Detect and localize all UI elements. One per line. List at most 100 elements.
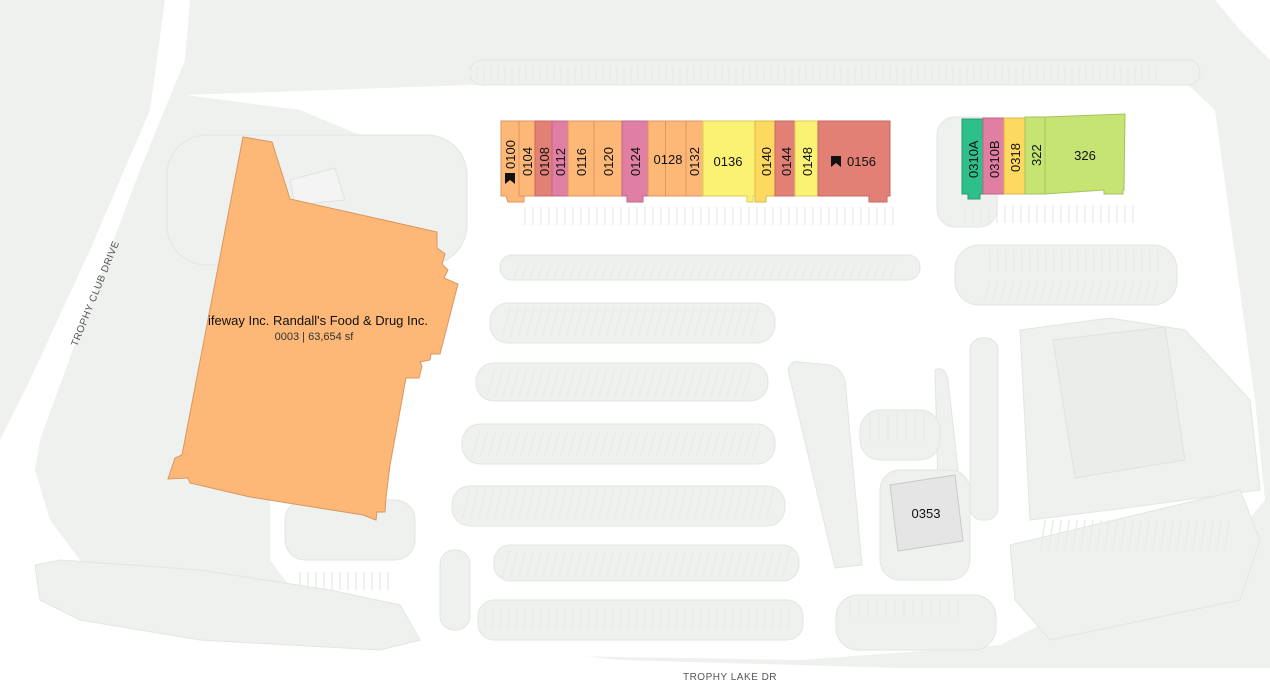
parking-stall-line <box>1039 279 1047 303</box>
parking-stall-line <box>494 367 504 397</box>
unit-322[interactable]: 322 <box>1024 116 1046 195</box>
parking-stall-line <box>597 307 607 339</box>
parking-stall-line <box>553 261 561 279</box>
parking-stall-line <box>841 261 849 279</box>
parking-stall-line <box>501 489 511 521</box>
unit-0128[interactable]: 0128 <box>647 120 687 197</box>
parking-stall-line <box>983 279 991 303</box>
parking-stall-line <box>865 261 873 279</box>
unit-0353[interactable]: 0353 <box>889 474 964 552</box>
parking-stall-line <box>685 307 695 339</box>
unit-0108[interactable]: 0108 <box>534 120 553 197</box>
bookmark-icon <box>831 156 841 167</box>
parking-stall-line <box>1096 519 1102 551</box>
parking-stall-line <box>517 307 527 339</box>
unit-0104[interactable]: 0104 <box>518 120 536 197</box>
parking-stall-line <box>1120 519 1126 551</box>
parking-stall-line <box>873 261 881 279</box>
parking-stall-line <box>710 367 720 397</box>
parking-stall-line <box>589 549 599 579</box>
unit-0136[interactable]: 0136 <box>702 120 756 203</box>
parking-stall-line <box>857 261 865 279</box>
parking-stall-line <box>749 489 759 521</box>
unit-0132[interactable]: 0132 <box>685 120 704 197</box>
unit-0112[interactable]: 0112 <box>551 120 569 197</box>
parking-stall-line <box>1224 519 1230 551</box>
parking-stall-line <box>502 367 512 397</box>
anchor-tenant[interactable]: ifeway Inc. Randall's Food & Drug Inc. 0… <box>167 136 459 521</box>
parking-stall-line <box>801 261 809 279</box>
parking-stall-line <box>1080 519 1086 551</box>
unit-0156[interactable]: 0156 <box>817 120 891 203</box>
parking-stall-line <box>1128 519 1134 551</box>
unit-0116-shape[interactable] <box>567 120 595 197</box>
parking-stall-line <box>485 489 495 521</box>
unit-0120-shape[interactable] <box>593 120 623 197</box>
parking-stall-line <box>606 367 616 397</box>
parking-stall-line <box>582 367 592 397</box>
unit-0310B[interactable]: 0310B <box>982 117 1005 195</box>
parking-stall-line <box>479 429 489 459</box>
parking-stall-line <box>574 367 584 397</box>
retail-strip-east: 0310A 0310B 0318 322 326 <box>961 113 1126 200</box>
parking-stall-line <box>765 489 775 521</box>
unit-326[interactable]: 326 <box>1044 113 1126 195</box>
unit-0144[interactable]: 0144 <box>774 120 796 197</box>
unit-0353-shape[interactable] <box>889 474 964 552</box>
parking-stall-line <box>598 367 608 397</box>
parking-stall-line <box>567 429 577 459</box>
unit-0310A[interactable]: 0310A <box>961 118 984 200</box>
parking-stall-line <box>701 307 711 339</box>
unit-0318[interactable]: 0318 <box>1003 117 1026 195</box>
unit-326-shape[interactable] <box>1044 113 1126 195</box>
parking-stall-line <box>781 549 791 579</box>
parking-stall-line <box>615 429 625 459</box>
parking-stall-line <box>1015 279 1023 303</box>
parking-stall-line <box>711 429 721 459</box>
parking-stall-line <box>701 489 711 521</box>
unit-0128-shape[interactable] <box>647 120 687 197</box>
parking-stall-line <box>709 489 719 521</box>
parking-stall-line <box>753 261 761 279</box>
parking-stall-line <box>469 489 479 521</box>
parking-stall-line <box>849 261 857 279</box>
parking-stall-line <box>541 549 551 579</box>
unit-0116[interactable]: 0116 <box>567 120 595 197</box>
parking-stall-line <box>487 429 497 459</box>
parking-stall-line <box>639 429 649 459</box>
parking-stall-line <box>637 489 647 521</box>
parking-stall-line <box>729 261 737 279</box>
unit-0156-shape[interactable] <box>817 120 891 203</box>
anchor-shape[interactable] <box>167 136 459 521</box>
parking-stall-line <box>605 549 615 579</box>
unit-0140[interactable]: 0140 <box>754 120 776 203</box>
parking-stall-line <box>653 489 663 521</box>
parking-stall-line <box>1168 519 1174 551</box>
shed-outline <box>289 167 346 206</box>
parking-stall-line <box>765 549 775 579</box>
unit-0124[interactable]: 0124 <box>621 120 649 203</box>
parking-stall-line <box>703 429 713 459</box>
parking-stall-line <box>677 489 687 521</box>
parking-stall-line <box>557 549 567 579</box>
parking-stall-line <box>517 549 527 579</box>
parking-stall-line <box>717 549 727 579</box>
unit-0148[interactable]: 0148 <box>794 120 819 197</box>
parking-stall-line <box>493 489 503 521</box>
parking-stall-line <box>657 261 665 279</box>
parking-stall-line <box>581 549 591 579</box>
unit-0318-label: 0318 <box>1008 143 1023 172</box>
parking-stall-line <box>645 549 655 579</box>
parking-stall-line <box>495 429 505 459</box>
parking-stall-line <box>678 367 688 397</box>
parking-stall-line <box>575 429 585 459</box>
unit-0112-label: 0112 <box>553 148 568 176</box>
parking-stall-line <box>662 367 672 397</box>
parking-stall-line <box>1055 279 1063 303</box>
bookmark-icon <box>505 173 515 184</box>
unit-0120[interactable]: 0120 <box>593 120 623 197</box>
parking-stall-line <box>509 307 519 339</box>
unit-0100[interactable]: 0100 <box>500 120 525 203</box>
parking-stall-line <box>721 261 729 279</box>
parking-stall-line <box>681 261 689 279</box>
